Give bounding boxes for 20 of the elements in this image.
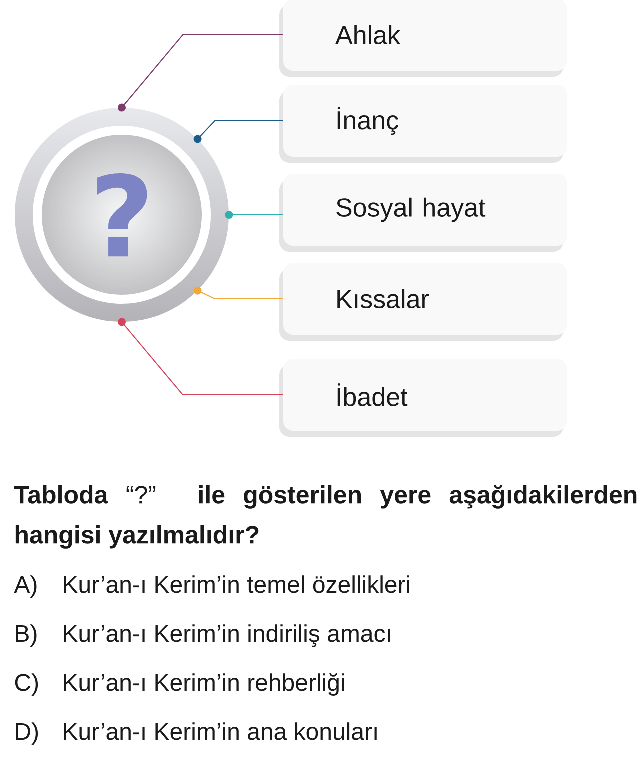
option-letter: B) [16, 624, 37, 647]
leader-line [194, 120, 284, 144]
leader-line [225, 211, 284, 219]
topic-box: İbadet [280, 359, 568, 437]
topic-box: Kıssalar [280, 263, 568, 341]
option-text: Kur’an-ı Kerim’in rehberliği [64, 673, 344, 696]
option-letter: C) [15, 674, 38, 696]
leader-line [194, 286, 284, 300]
option-text: Kur’an-ı Kerim’in indiriliş amacı [64, 624, 390, 648]
leader-line [118, 318, 284, 396]
option-letter: D) [16, 722, 38, 745]
topic-box: Ahlak [280, 0, 568, 77]
leader-line [118, 34, 284, 112]
option-text: Kur’an-ı Kerim’in ana konuları [64, 722, 377, 740]
option-text: Kur’an-ı Kerim’in temel özellikleri [64, 576, 410, 594]
topic-box: Sosyal hayat [280, 174, 568, 252]
option-letter: A) [14, 576, 37, 598]
topic-box: İnanç [280, 85, 568, 163]
question-text: Tabloda “?” ile gösterilen yere aşağıdakilerden hangisi yazılmalıdır? [14, 485, 637, 549]
node-label: ? [97, 173, 148, 257]
